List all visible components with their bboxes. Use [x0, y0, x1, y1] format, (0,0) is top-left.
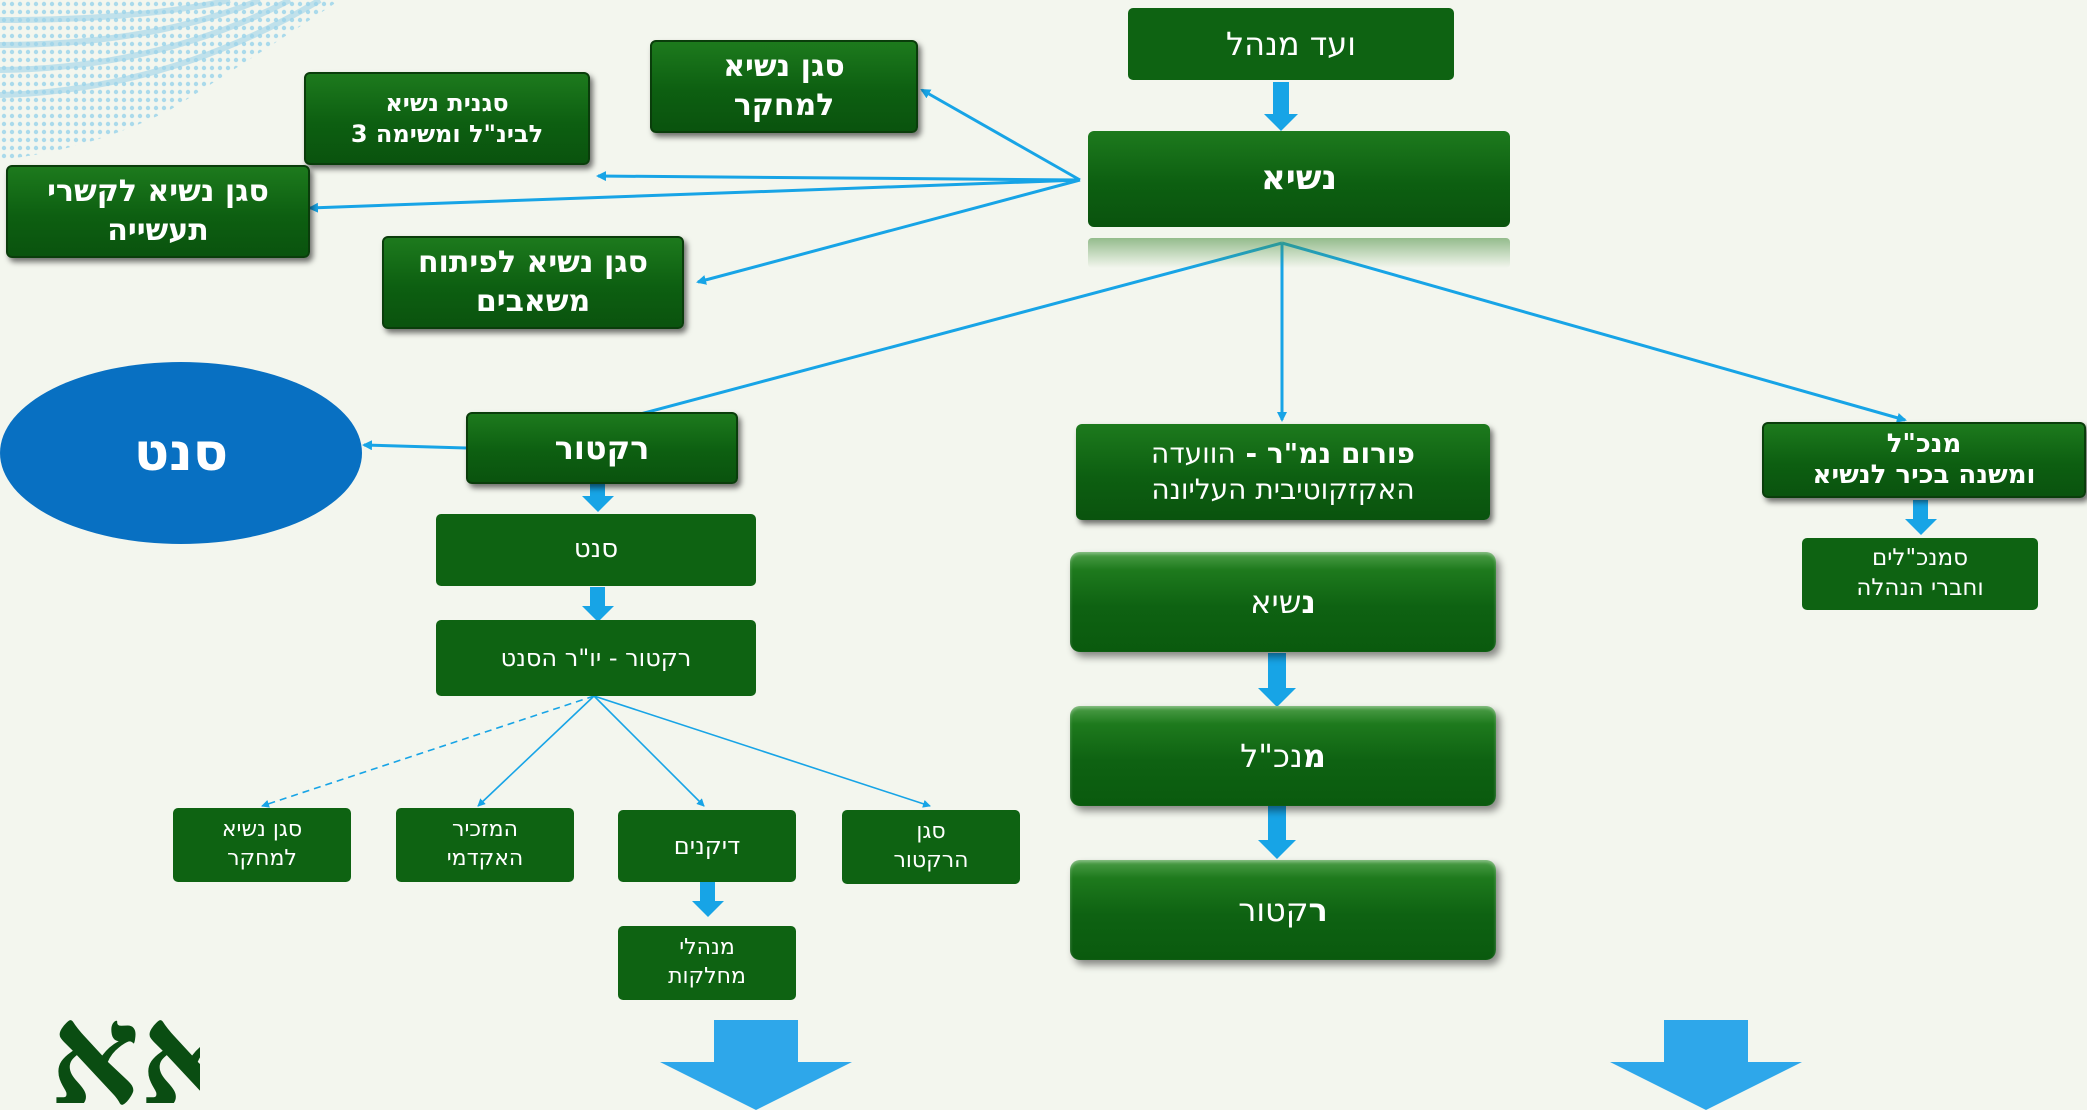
president-box: נשיא: [1088, 131, 1510, 227]
deans-label: דיקנים: [673, 831, 741, 860]
senate-oval-label: סנט: [133, 423, 229, 483]
forum-president-rest: שיא: [1250, 582, 1302, 621]
connector-president-rector: [616, 241, 1283, 423]
connector-rector-senate-oval: [362, 440, 467, 451]
forum-box: פורום נמ"ר - הוועדה האקזקוטיבית העליונה: [1076, 424, 1490, 520]
deputy-ceos-box: סמנכ"לים וחברי הנהלה: [1802, 538, 2038, 610]
ceo-box: מנכ"ל ומשנה בכיר לנשיא: [1762, 422, 2086, 498]
academic-secretary-box: המזכיר האקדמי: [396, 808, 574, 882]
connector-president-vp-resources: [696, 178, 1081, 285]
block-arrow-ceo-deputies: [1905, 500, 1937, 535]
president-label: נשיא: [1261, 158, 1337, 199]
department-heads-line2: מחלקות: [668, 964, 746, 989]
connector-president-ceo: [1281, 241, 1907, 423]
forum-rector-rest: קטור: [1238, 890, 1309, 929]
department-heads-box: מנהלי מחלקות: [618, 926, 796, 1000]
rector-senate-chair-box: רקטור - יו"ר הסנט: [436, 620, 756, 696]
connector-chair-academic-secretary: [477, 695, 595, 807]
vp-resources-box: סגן נשיא לפיתוח משאבים: [382, 236, 684, 329]
forum-line1: פורום נמ"ר - הוועדה: [1151, 436, 1415, 472]
connector-chair-deans: [593, 695, 705, 807]
deputy-ceos-line2: וחברי הנהלה: [1856, 575, 1984, 601]
connector-president-vp-industry: [308, 178, 1081, 213]
vp-resources-line2: משאבים: [475, 283, 591, 319]
forum-ceo-box: מנכ"ל: [1070, 706, 1496, 806]
senate-box: סנט: [436, 514, 756, 586]
academic-secretary-line2: האקדמי: [446, 846, 524, 871]
vp-international-line2: לבינ"ל ומשימה 3: [350, 119, 544, 148]
forum-president-label: נשיא: [1250, 582, 1316, 623]
connector-president-vp-intl: [596, 171, 1081, 182]
block-arrow-rector-senate: [582, 477, 614, 512]
vp-resources-line1: סגן נשיא לפיתוח: [417, 245, 649, 281]
ceo-line1: מנכ"ל: [1886, 428, 1962, 459]
institution-logo: אא: [50, 1000, 200, 1110]
vp-industry-line1: סגן נשיא לקשרי: [47, 174, 269, 210]
connector-chair-vice-rector: [593, 695, 931, 808]
vp-research-small-line1: סגן נשיא: [221, 817, 303, 843]
vp-research-small-line2: למחקר: [227, 846, 297, 871]
vp-international-line1: סגנית נשיא: [385, 88, 509, 117]
forum-title-rest: הוועדה: [1151, 437, 1236, 471]
vice-rector-line2: הרקטור: [893, 848, 969, 873]
board-label: ועד מנהל: [1225, 24, 1357, 63]
block-arrow-senate-chair: [582, 587, 614, 622]
academic-secretary-line1: המזכיר: [452, 817, 518, 843]
forum-ceo-rest: נכ"ל: [1240, 736, 1303, 775]
block-arrow-forum-president-ceo: [1258, 653, 1296, 707]
rector-label: רקטור: [554, 428, 650, 467]
vice-rector-line1: סגן: [916, 819, 946, 845]
senate-oval: סנט: [0, 362, 362, 544]
deputy-ceos-line1: סמנכ"לים: [1872, 545, 1968, 572]
bottom-arrow-left: [660, 1020, 852, 1110]
decor-stripes: [0, 0, 322, 98]
department-heads-line1: מנהלי: [679, 935, 735, 961]
vp-research-top-box: סגן נשיא למחקר: [650, 40, 918, 133]
senate-label: סנט: [573, 534, 619, 565]
forum-president-first-letter: נ: [1301, 582, 1316, 621]
connector-president-vp-research: [920, 88, 1081, 182]
vice-rector-box: סגן הרקטור: [842, 810, 1020, 884]
vp-international-box: סגנית נשיא לבינ"ל ומשימה 3: [304, 72, 590, 165]
board-of-governors-box: ועד מנהל: [1128, 8, 1454, 80]
rector-box: רקטור: [466, 412, 738, 484]
vp-industry-box: סגן נשיא לקשרי תעשייה: [6, 165, 310, 258]
vp-research-small-box: סגן נשיא למחקר: [173, 808, 351, 882]
vp-industry-line2: תעשייה: [107, 212, 209, 248]
forum-president-box: נשיא: [1070, 552, 1496, 652]
vp-research-top-line2: למחקר: [733, 87, 835, 123]
deans-box: דיקנים: [618, 810, 796, 882]
block-arrow-forum-ceo-rector: [1258, 806, 1296, 859]
forum-line2: האקזקוטיבית העליונה: [1151, 473, 1415, 506]
connector-chair-vp-research: [261, 695, 595, 808]
block-arrow-board-president: [1264, 82, 1298, 131]
logo-glyph: אא: [50, 1000, 200, 1110]
forum-title-bold: פורום נמ"ר -: [1235, 437, 1415, 471]
block-arrow-deans-depts: [692, 882, 724, 917]
ceo-line2: ומשנה בכיר לנשיא: [1812, 460, 2036, 490]
bottom-arrow-right: [1610, 1020, 1802, 1110]
forum-rector-first-letter: ר: [1308, 890, 1328, 929]
forum-rector-label: רקטור: [1238, 890, 1328, 931]
forum-rector-box: רקטור: [1070, 860, 1496, 960]
vp-research-top-line1: סגן נשיא: [723, 49, 845, 85]
forum-ceo-first-letter: מ: [1302, 736, 1326, 775]
forum-ceo-label: מנכ"ל: [1240, 736, 1326, 777]
president-box-reflection: [1088, 238, 1510, 268]
rector-senate-chair-label: רקטור - יו"ר הסנט: [500, 643, 692, 672]
